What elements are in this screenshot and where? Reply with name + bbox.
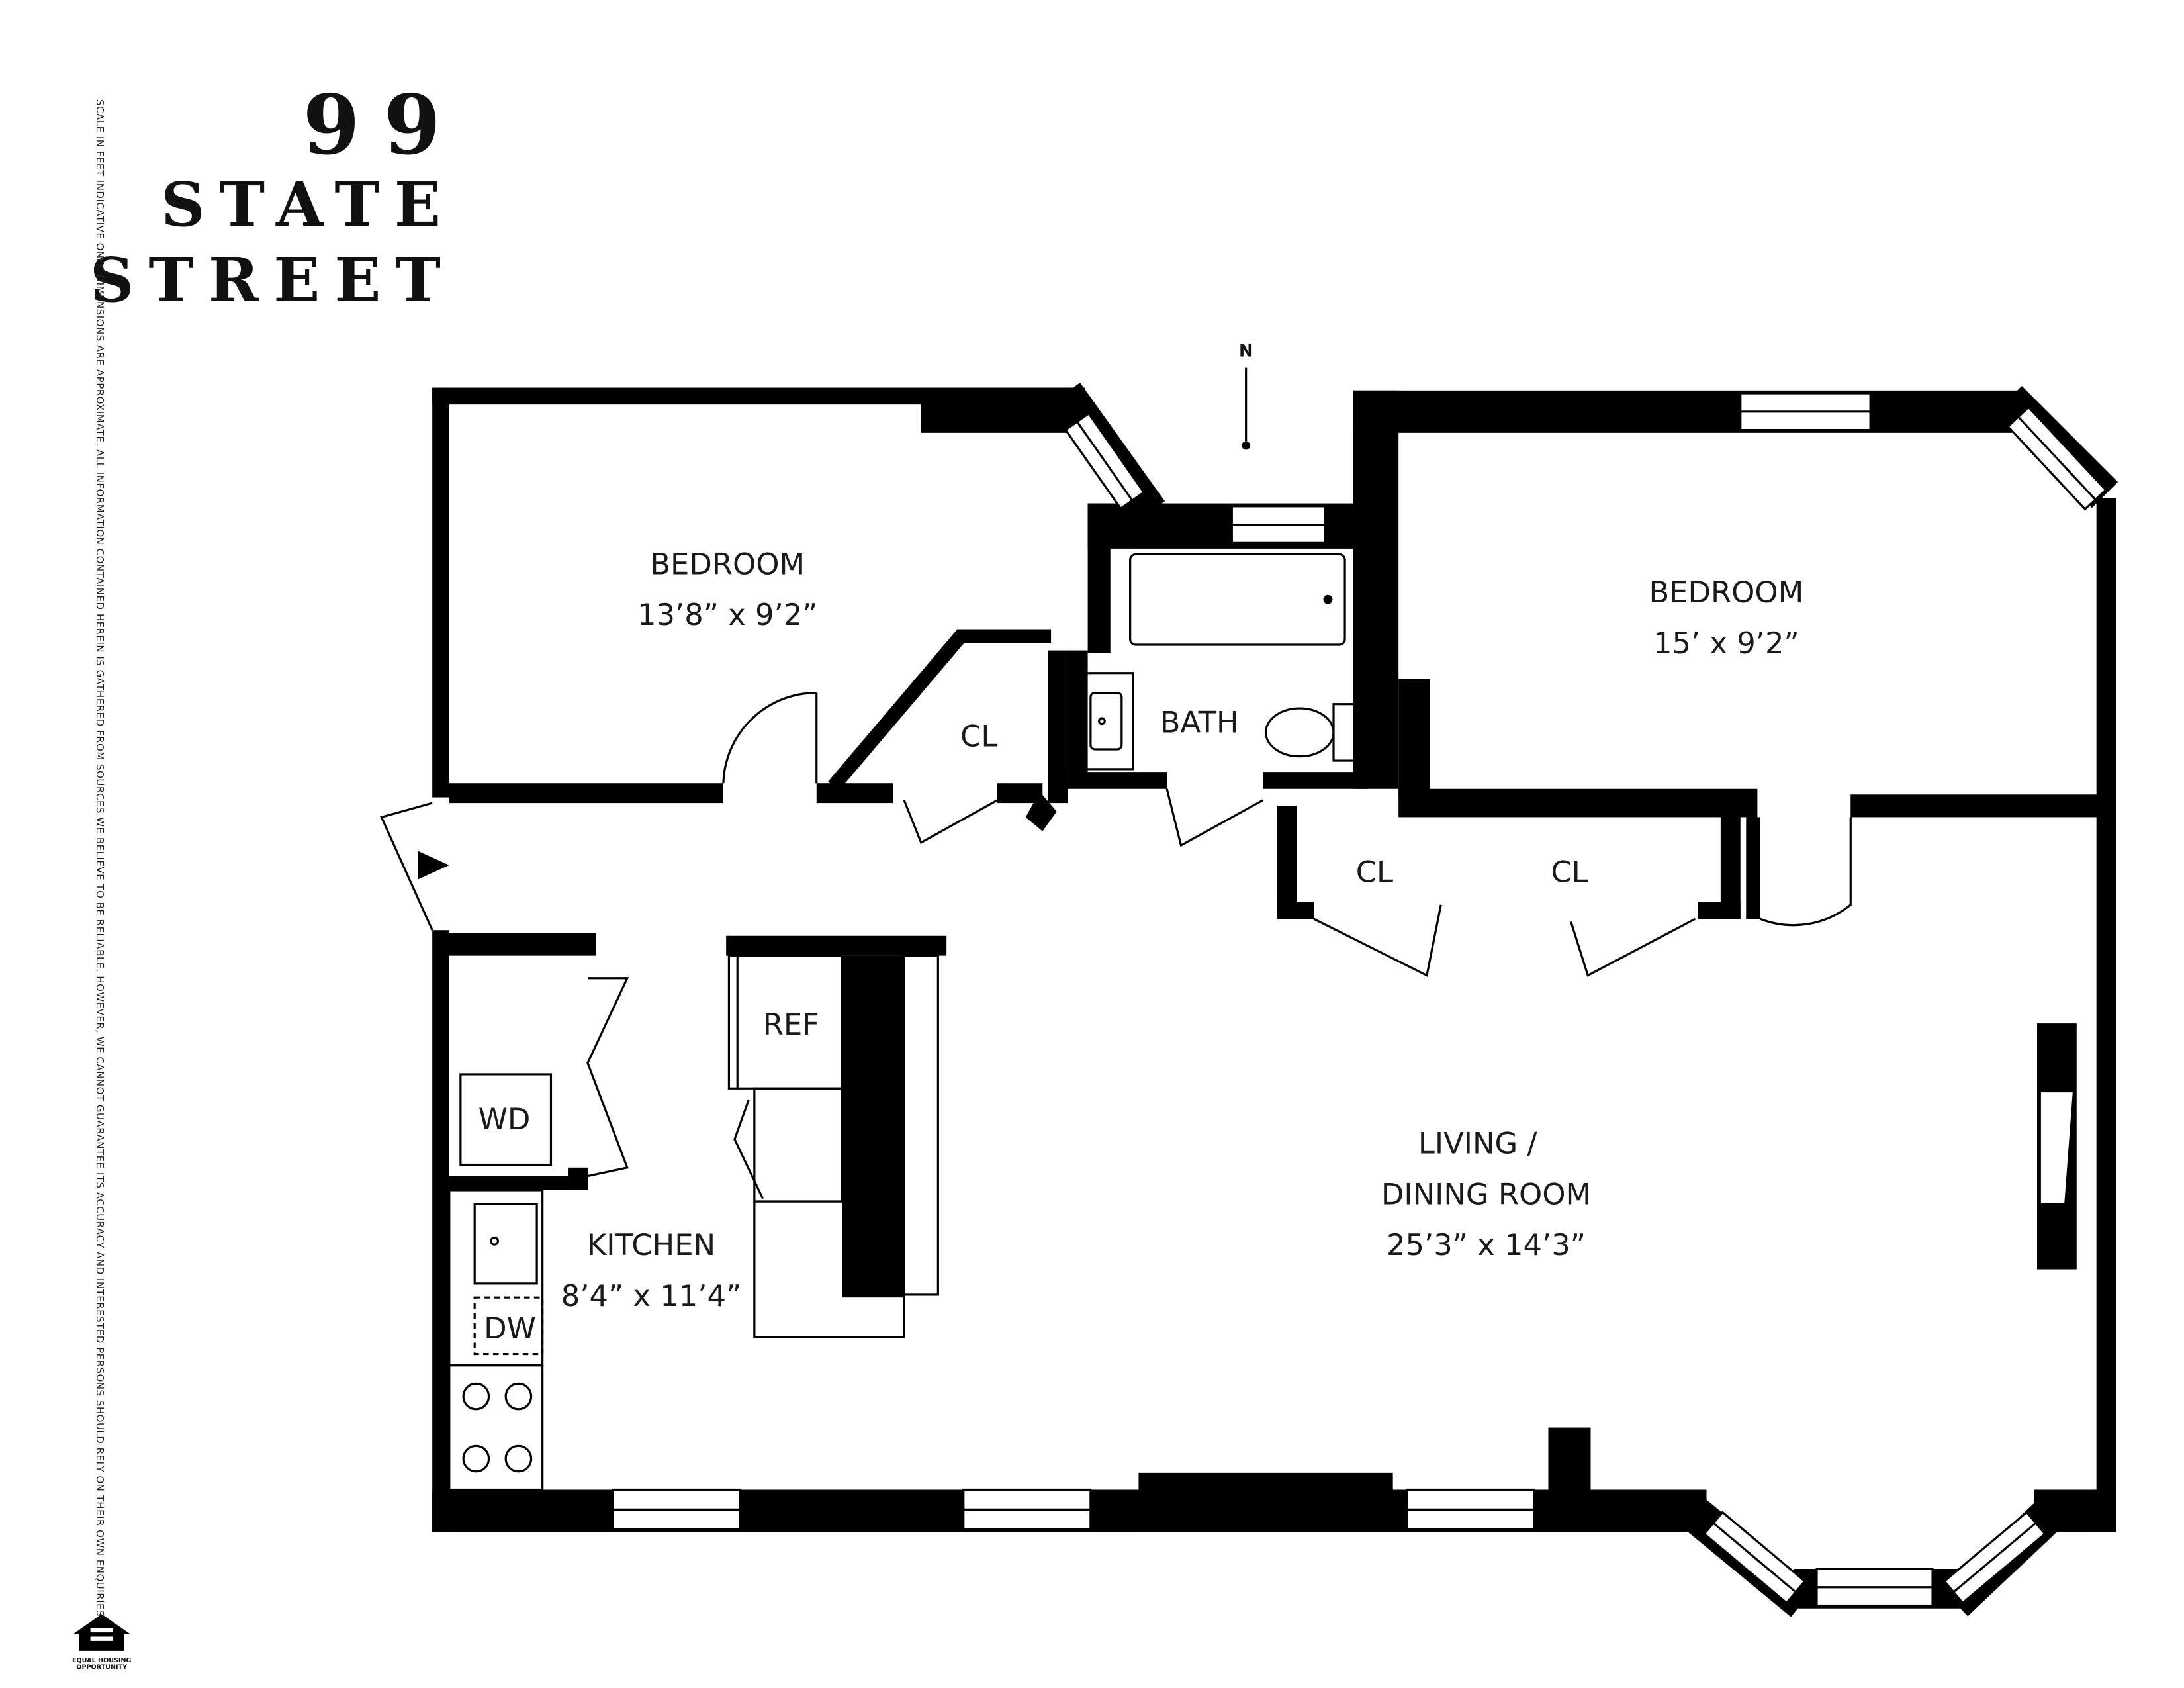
living-size: 25’3” x 14’3” [1387,1227,1586,1262]
fixtures [448,553,1366,1491]
property-street-line1: STATE [161,169,455,240]
property-number: 99 [302,77,465,173]
property-street-line2: STREET [89,244,455,316]
kitchen-size: 8’4” x 11’4” [561,1278,742,1313]
interior-walls [449,650,2116,1298]
doors [380,692,1852,1199]
bedroom-east-size: 15’ x 9’2” [1653,626,1799,661]
living-name-line2: DINING ROOM [1381,1176,1591,1211]
washer-dryer-label: WD [478,1102,531,1137]
closet-living-1-name: CL [1356,855,1393,890]
angled-walls [828,382,2118,1617]
closet-hall-name: CL [960,719,997,754]
equal-housing-logo: EQUAL HOUSING OPPORTUNITY [72,1614,132,1671]
living-name-line1: LIVING / [1418,1125,1538,1160]
logo-line1: EQUAL HOUSING [72,1657,132,1664]
entry-arrow-icon [418,851,449,880]
north-arrow-icon: N [1239,342,1253,450]
kitchen-name: KITCHEN [587,1227,715,1262]
property-title: 99 STATE STREET [90,85,441,318]
bedroom-east-name: BEDROOM [1649,575,1803,610]
closet-living-2-name: CL [1551,855,1588,890]
north-label: N [1239,342,1253,361]
windows [612,392,2107,1607]
bath-name: BATH [1160,704,1239,739]
refrigerator-label: REF [763,1007,819,1042]
bedroom-west-size: 13’8” x 9’2” [637,597,818,632]
bedroom-west-name: BEDROOM [650,546,805,581]
dishwasher-label: DW [484,1311,536,1346]
logo-line2: OPPORTUNITY [76,1664,128,1671]
